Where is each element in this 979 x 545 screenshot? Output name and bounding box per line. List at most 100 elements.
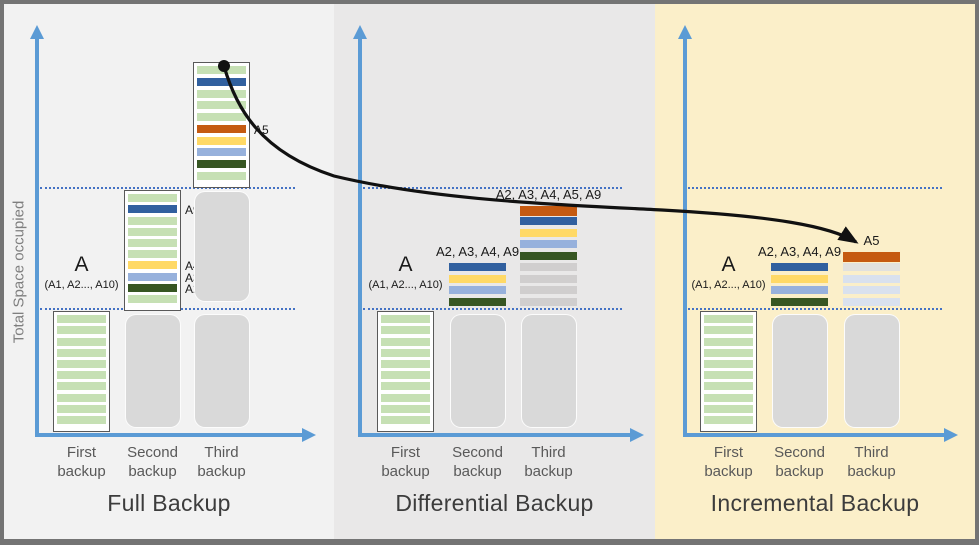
data-stripe <box>771 263 828 271</box>
data-stripe <box>197 89 246 98</box>
data-stripe <box>197 171 246 180</box>
dataset-label: A (A1, A2..., A10) <box>21 253 142 292</box>
data-stripe <box>381 348 430 357</box>
data-stripe <box>520 228 577 237</box>
dotted-guide-line <box>688 308 942 310</box>
data-stripe <box>57 393 106 402</box>
data-stripe <box>381 371 430 380</box>
column-label-line: backup <box>197 462 246 480</box>
data-stripe <box>704 337 753 346</box>
column-label-line: Third <box>204 444 239 461</box>
data-stripe <box>197 148 246 157</box>
data-stripe <box>197 136 246 145</box>
x-axis-arrowhead <box>302 428 316 442</box>
stack-label: A2, A3, A4, A9 <box>757 244 842 259</box>
data-stripe <box>381 404 430 413</box>
data-stripe <box>843 286 900 294</box>
x-axis <box>358 433 632 437</box>
data-stripe <box>128 238 177 247</box>
column-label-line: backup <box>128 462 177 480</box>
data-stripe <box>520 263 577 271</box>
data-stripe <box>520 286 577 294</box>
panel-title: Incremental Backup <box>710 490 920 516</box>
data-stripe <box>843 274 900 283</box>
column-label-line: First <box>390 444 421 461</box>
column-label-line: Second <box>774 444 825 461</box>
ghost-bar <box>844 314 900 428</box>
data-stripe <box>704 415 753 424</box>
y-axis <box>35 38 39 437</box>
data-stripe <box>57 404 106 413</box>
y-axis <box>358 38 362 437</box>
data-stripe <box>128 272 177 281</box>
data-stripe <box>57 415 106 424</box>
column-label-line: backup <box>381 462 430 480</box>
data-stripe <box>57 315 106 324</box>
data-stripe <box>128 294 177 303</box>
dataset-label-main: A <box>721 253 736 276</box>
panel-title: Full Backup <box>107 490 231 516</box>
data-stripe <box>449 297 506 306</box>
data-stripe <box>57 337 106 346</box>
data-stripe <box>704 348 753 357</box>
data-stripe <box>520 297 577 306</box>
data-stripe <box>704 382 753 391</box>
ghost-bar <box>450 314 506 428</box>
dataset-label-sub: (A1, A2..., A10) <box>44 279 119 292</box>
data-stripe <box>381 382 430 391</box>
column-label-line: Second <box>452 444 503 461</box>
data-stripe <box>381 415 430 424</box>
ghost-bar <box>125 314 181 428</box>
dataset-label-sub: (A1, A2..., A10) <box>368 279 443 292</box>
data-stripe <box>197 78 246 87</box>
backup-bar <box>700 311 757 432</box>
data-stripe <box>57 382 106 391</box>
data-stripe <box>57 326 106 335</box>
data-stripe <box>381 337 430 346</box>
data-stripe <box>57 359 106 368</box>
data-stripe <box>520 205 577 216</box>
dotted-guide-line <box>688 187 942 189</box>
dataset-label-main: A <box>74 253 89 276</box>
y-axis-label: Total Space occupied <box>10 200 28 344</box>
data-stripe <box>843 263 900 271</box>
column-label-line: backup <box>57 462 106 480</box>
data-stripe <box>520 240 577 248</box>
column-label-line: Third <box>531 444 566 461</box>
data-stripe <box>197 113 246 122</box>
data-stripe <box>704 315 753 324</box>
ghost-bar <box>521 314 577 428</box>
panel-title: Differential Backup <box>395 490 594 516</box>
data-stripe <box>128 216 177 225</box>
data-stripe <box>128 205 177 214</box>
stack-label: A2, A3, A4, A9 <box>435 244 520 259</box>
column-label-line: backup <box>453 462 502 480</box>
y-axis-arrowhead <box>30 25 44 39</box>
dataset-label-main: A <box>398 253 413 276</box>
data-stripe <box>197 101 246 110</box>
y-axis-arrowhead <box>353 25 367 39</box>
backup-bar <box>193 62 250 188</box>
data-stripe <box>128 283 177 292</box>
ghost-bar <box>194 314 250 428</box>
data-stripe <box>843 251 900 262</box>
data-stripe <box>57 371 106 380</box>
ghost-bar <box>772 314 828 428</box>
column-label-line: Second <box>127 444 178 461</box>
data-stripe <box>843 297 900 306</box>
dotted-guide-line <box>363 308 622 310</box>
x-axis <box>35 433 304 437</box>
data-stripe <box>197 124 246 133</box>
data-stripe <box>449 286 506 294</box>
dataset-label: A(A1, A2..., A10) <box>668 253 789 292</box>
column-label-line: backup <box>847 462 896 480</box>
